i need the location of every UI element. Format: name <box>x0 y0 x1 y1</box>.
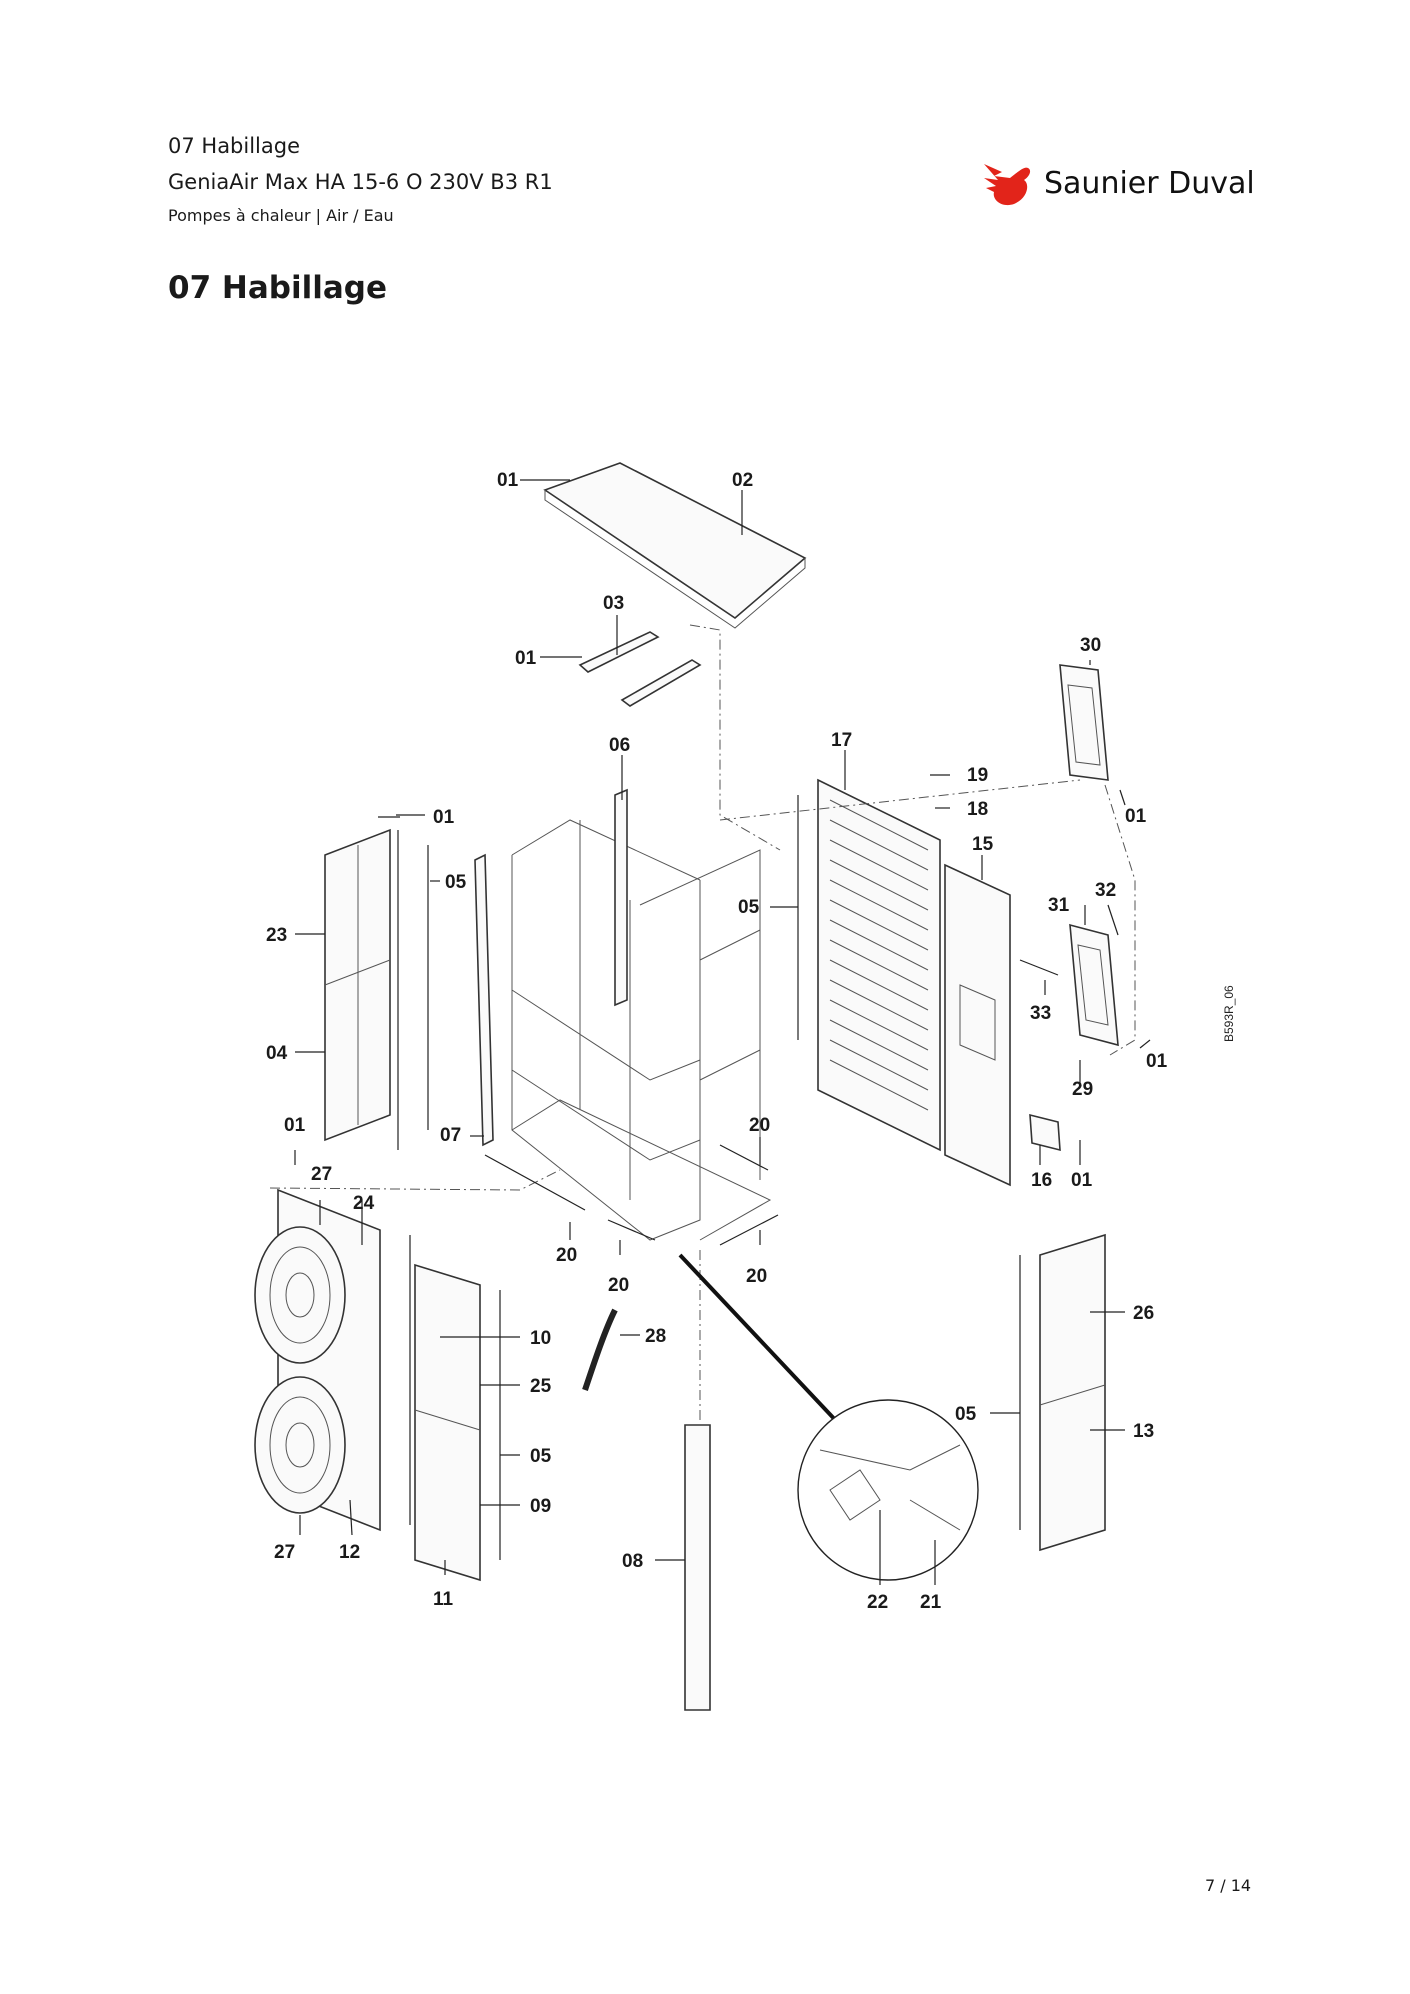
callout: 25 <box>530 1376 552 1397</box>
callout: 20 <box>608 1275 629 1296</box>
callout: 01 <box>1146 1051 1168 1072</box>
base-rails <box>484 1144 779 1246</box>
callout: 18 <box>967 799 988 820</box>
callout: 07 <box>440 1125 461 1146</box>
callout: 01 <box>433 807 455 828</box>
side-grille <box>324 828 391 1142</box>
callout: 27 <box>274 1542 295 1563</box>
callout: 27 <box>311 1164 332 1185</box>
front-side-panel <box>414 1263 481 1582</box>
bird-logo-icon <box>984 164 1031 206</box>
callout: 05 <box>738 897 760 918</box>
callout: 33 <box>1030 1003 1051 1024</box>
callout: 01 <box>1125 806 1147 827</box>
callout: 02 <box>732 470 753 491</box>
terminal-cover <box>1069 923 1119 1047</box>
callout: 04 <box>266 1043 288 1064</box>
top-rails <box>578 631 702 707</box>
callout: 22 <box>867 1592 888 1613</box>
callout: 30 <box>1080 635 1101 656</box>
callout: 13 <box>1133 1421 1154 1442</box>
service-panel <box>944 863 1011 1187</box>
callout: 01 <box>515 648 537 669</box>
callout: 19 <box>967 765 988 786</box>
callout: 01 <box>497 470 519 491</box>
header-section: 07 Habillage <box>168 134 301 158</box>
callout: 06 <box>609 735 630 756</box>
brand-logo: Saunier Duval <box>980 158 1260 208</box>
callout: 31 <box>1048 895 1070 916</box>
callout: 05 <box>955 1404 977 1425</box>
cable-gland-plate <box>1029 1113 1061 1152</box>
callout: 01 <box>284 1115 306 1136</box>
brand-name: Saunier Duval <box>1044 166 1255 201</box>
callout: 26 <box>1133 1303 1154 1324</box>
callout: 20 <box>746 1266 767 1287</box>
callout: 21 <box>920 1592 942 1613</box>
callout: 16 <box>1031 1170 1052 1191</box>
hose <box>582 1308 618 1391</box>
front-post <box>684 1424 711 1711</box>
header-category: Pompes à chaleur | Air / Eau <box>168 206 394 225</box>
main-frame <box>511 788 772 1241</box>
callout: 24 <box>353 1193 375 1214</box>
top-cover-panel <box>543 462 807 629</box>
callout: 03 <box>603 593 624 614</box>
callout: 12 <box>339 1542 360 1563</box>
callout: 10 <box>530 1328 551 1349</box>
callout: 17 <box>831 730 852 751</box>
callout: 20 <box>556 1245 577 1266</box>
callout: 05 <box>530 1446 552 1467</box>
front-panel-fans <box>254 1188 381 1532</box>
header-model: GeniaAir Max HA 15-6 O 230V B3 R1 <box>168 170 553 194</box>
callout: 05 <box>445 872 467 893</box>
page-number: 7 / 14 <box>1205 1876 1252 1895</box>
bracket <box>1019 959 1059 976</box>
callout: 08 <box>622 1551 643 1572</box>
corner-post <box>474 853 494 1147</box>
rear-grille <box>817 778 941 1152</box>
callout: 15 <box>972 834 994 855</box>
callout: 23 <box>266 925 287 946</box>
detail-magnifier <box>678 1253 979 1581</box>
page-title: 07 Habillage <box>168 270 387 306</box>
callout: 11 <box>433 1589 454 1610</box>
right-side-panel <box>1039 1233 1106 1552</box>
callout: 28 <box>645 1326 666 1347</box>
callout: 20 <box>749 1115 770 1136</box>
diagram-reference: B593R_06 <box>1222 985 1236 1042</box>
callout: 01 <box>1071 1170 1093 1191</box>
connection-cover <box>1059 664 1109 781</box>
callout: 29 <box>1072 1079 1093 1100</box>
callout: 09 <box>530 1496 551 1517</box>
callout: 32 <box>1095 880 1116 901</box>
